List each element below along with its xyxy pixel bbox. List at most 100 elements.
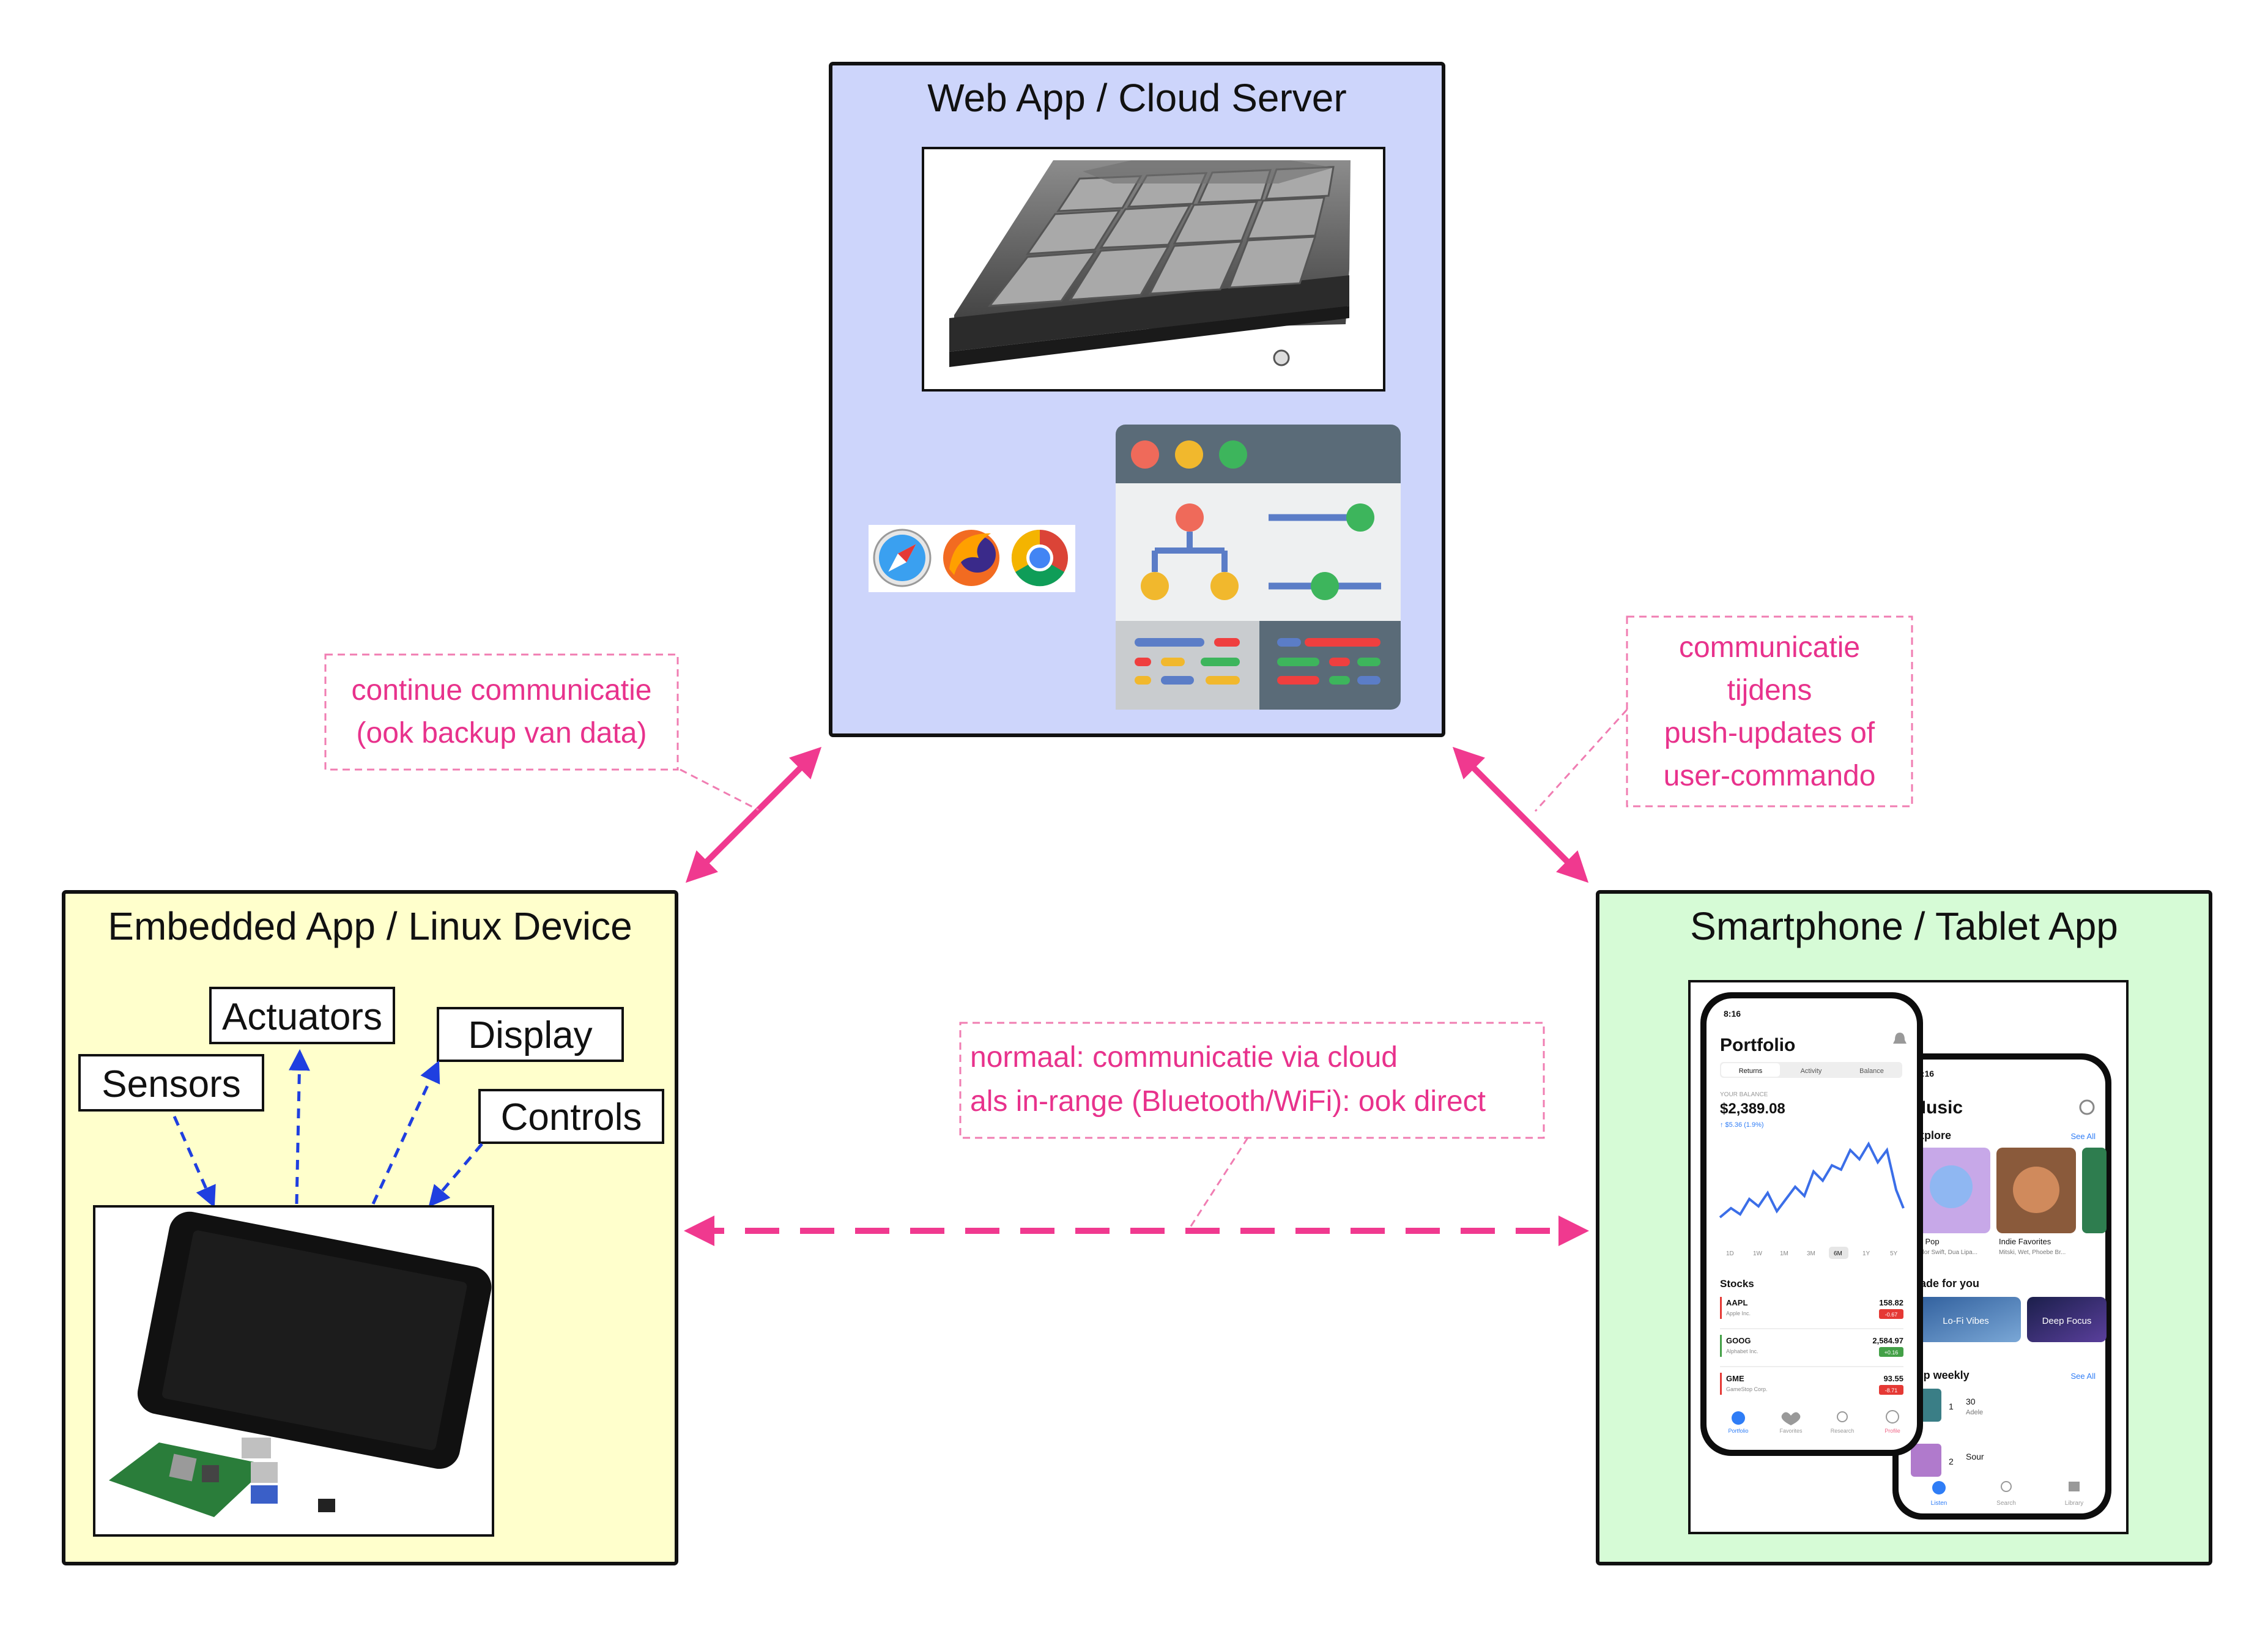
music-card-sub: Taylor Swift, Dua Lipa... [1913,1249,1977,1256]
stock-delta: -8.71 [1885,1387,1898,1394]
stock-row[interactable]: GME GameStop Corp. 93.55 -8.71 [1720,1373,1903,1395]
embedded-device-box: Embedded App / Linux Device Sensors Actu… [62,890,678,1565]
tag-display-label: Display [468,1014,592,1056]
range-option[interactable]: 3M [1807,1250,1815,1257]
music-card-title: Indie Favorites [1999,1237,2051,1246]
range-option[interactable]: 5Y [1890,1250,1898,1257]
track-title: Sour [1966,1452,1984,1461]
io-arrows [172,1049,483,1208]
stock-price: 2,584.97 [1872,1336,1903,1345]
balance-label: YOUR BALANCE [1720,1091,1768,1098]
note-middle-line-2: als in-range (Bluetooth/WiFi): ook direc… [970,1085,1486,1118]
note-push-updates: communicatie tijdens push-updates of use… [1534,615,1913,812]
range-option-active[interactable]: 6M [1834,1250,1842,1257]
tag-controls-label: Controls [501,1096,642,1138]
track-rank: 2 [1949,1457,1954,1466]
listen-tab-icon[interactable] [1932,1481,1946,1494]
library-tab-icon[interactable] [2069,1482,2080,1491]
mix-label: Deep Focus [2042,1316,2092,1326]
tag-actuators-label: Actuators [222,996,382,1038]
music-made-for-you: Made for you [1911,1277,1979,1290]
portfolio-app-phone: 8:16 Portfolio Returns Activity Balance … [1700,992,1923,1456]
music-app-phone: 8:16 Music Explore See All Hit Pop Taylo… [1892,1053,2111,1520]
phone-screenshots-image: 8:16 Music Explore See All Hit Pop Taylo… [1688,980,2129,1534]
tab-balance[interactable]: Balance [1859,1067,1884,1075]
range-option[interactable]: 1Y [1862,1250,1870,1257]
tag-controls: Controls [478,1089,664,1144]
note-right-line-4: user-commando [1664,760,1876,792]
web-dashboard-illustration [1116,425,1401,710]
range-selector: 1D 1W 1M 3M 6M 1Y 5Y [1726,1247,1898,1259]
arrow-actuators [288,1049,310,1205]
profile-icon[interactable] [1886,1410,1899,1424]
track-title: 30 [1966,1397,1976,1406]
stock-delta: -0.67 [1885,1312,1898,1318]
track-artist: Adele [1966,1409,1983,1416]
mix-card[interactable] [1911,1297,2021,1342]
browser-icons [869,525,1075,592]
range-option[interactable]: 1M [1780,1250,1788,1257]
embedded-device-title: Embedded App / Linux Device [108,904,632,948]
portfolio-time: 8:16 [1724,1009,1741,1019]
stock-delta: +0.16 [1884,1349,1899,1356]
stock-price: 93.55 [1883,1374,1903,1383]
note-left-line-2: (ook backup van data) [357,717,647,749]
portfolio-tab-icon[interactable] [1732,1411,1745,1425]
portfolio-nav-profile[interactable]: Profile [1884,1428,1900,1434]
connection-cloud-mobile [1452,746,1589,883]
stock-ticker: GOOG [1726,1336,1751,1345]
tag-actuators: Actuators [209,987,395,1044]
arrow-display [371,1060,440,1205]
connection-cloud-embedded [685,746,822,883]
note-right-line-3: push-updates of [1664,717,1875,749]
music-card-sub: Mitski, Wet, Phoebe Br... [1999,1249,2066,1256]
portfolio-nav-research[interactable]: Research [1831,1428,1855,1434]
portfolio-title: Portfolio [1720,1035,1795,1055]
cloud-server-title: Web App / Cloud Server [927,76,1346,120]
stock-row[interactable]: AAPL Apple Inc. 158.82 -0.67 [1720,1297,1903,1319]
tab-returns[interactable]: Returns [1739,1067,1763,1075]
portfolio-nav-portfolio[interactable]: Portfolio [1728,1428,1748,1434]
tag-display: Display [437,1007,624,1062]
mobile-app-box: Smartphone / Tablet App 8:16 Music Explo… [1596,890,2212,1565]
stocks-title: Stocks [1720,1278,1754,1290]
stock-ticker: AAPL [1726,1298,1747,1307]
note-left-line-1: continue communicatie [352,674,652,707]
rack-server-image [922,147,1385,392]
stock-price: 158.82 [1879,1298,1903,1307]
music-nav-listen[interactable]: Listen [1931,1500,1947,1507]
stock-name: Apple Inc. [1726,1310,1751,1316]
firefox-icon [943,530,999,586]
music-see-all-2[interactable]: See All [2071,1372,2096,1381]
mix-label: Lo-Fi Vibes [1943,1316,1989,1326]
tag-sensors: Sensors [78,1054,264,1112]
search-tab-icon[interactable] [2001,1481,2012,1492]
note-right-line-1: communicatie [1679,631,1860,664]
music-see-all-1[interactable]: See All [2071,1132,2096,1141]
range-option[interactable]: 1D [1726,1250,1734,1257]
heart-icon[interactable] [1781,1412,1801,1425]
cloud-server-box: Web App / Cloud Server [829,62,1445,737]
stock-row[interactable]: GOOG Alphabet Inc. 2,584.97 +0.16 [1720,1335,1903,1357]
music-nav-library[interactable]: Library [2065,1500,2084,1507]
raspberry-pi-board [109,1438,335,1517]
embedded-device-image [93,1205,494,1537]
bell-icon[interactable] [1893,1033,1907,1044]
music-nav-search[interactable]: Search [1996,1500,2016,1507]
note-middle-line-1: normaal: communicatie via cloud [970,1041,1398,1074]
search-icon[interactable] [1837,1411,1848,1422]
profile-icon[interactable] [2079,1099,2095,1115]
music-top-weekly: Top weekly [1911,1369,1970,1381]
chrome-icon [1011,529,1068,587]
note-right-line-2: tijdens [1727,674,1812,707]
drive-bays [987,166,1335,307]
safari-icon [873,529,932,587]
balance-change: ↑ $5.36 (1.9%) [1720,1121,1764,1129]
portfolio-nav-favorites[interactable]: Favorites [1779,1428,1803,1434]
arrow-controls [428,1143,483,1208]
portfolio-line-chart [1719,1141,1905,1219]
mobile-app-title: Smartphone / Tablet App [1690,904,2118,948]
tab-activity[interactable]: Activity [1801,1067,1822,1075]
mix-card[interactable] [2027,1297,2107,1342]
range-option[interactable]: 1W [1753,1250,1763,1257]
